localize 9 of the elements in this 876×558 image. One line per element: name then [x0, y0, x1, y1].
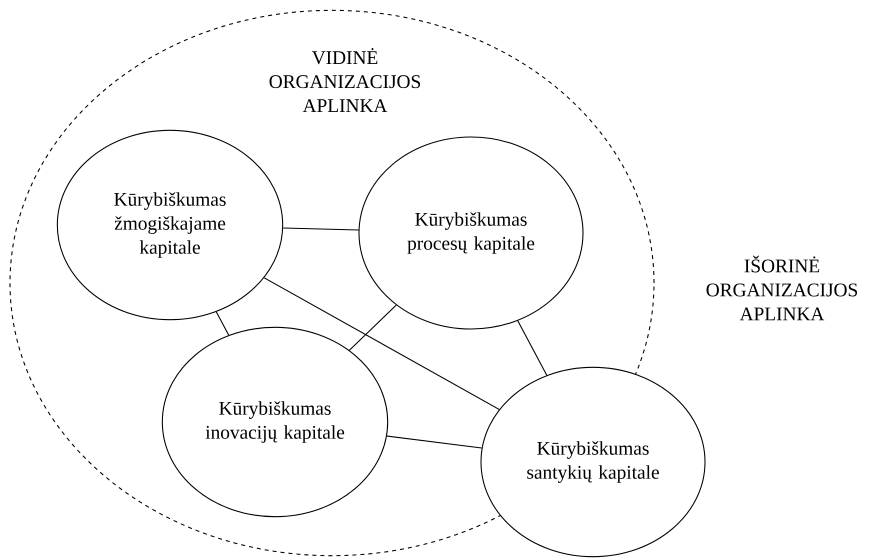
connector-line — [349, 304, 397, 351]
connector-line — [517, 320, 548, 376]
outer-label: IŠORINĖ ORGANIZACIJOS APLINKA — [706, 256, 858, 320]
node-label: Kūrybiškumas santykių kapitale — [527, 441, 659, 483]
heading: VIDINĖ ORGANIZACIJOS APLINKA — [270, 48, 420, 112]
connector-line — [283, 227, 359, 231]
connector-line — [386, 436, 482, 449]
connector-line — [216, 312, 230, 336]
connector-line — [264, 277, 500, 410]
